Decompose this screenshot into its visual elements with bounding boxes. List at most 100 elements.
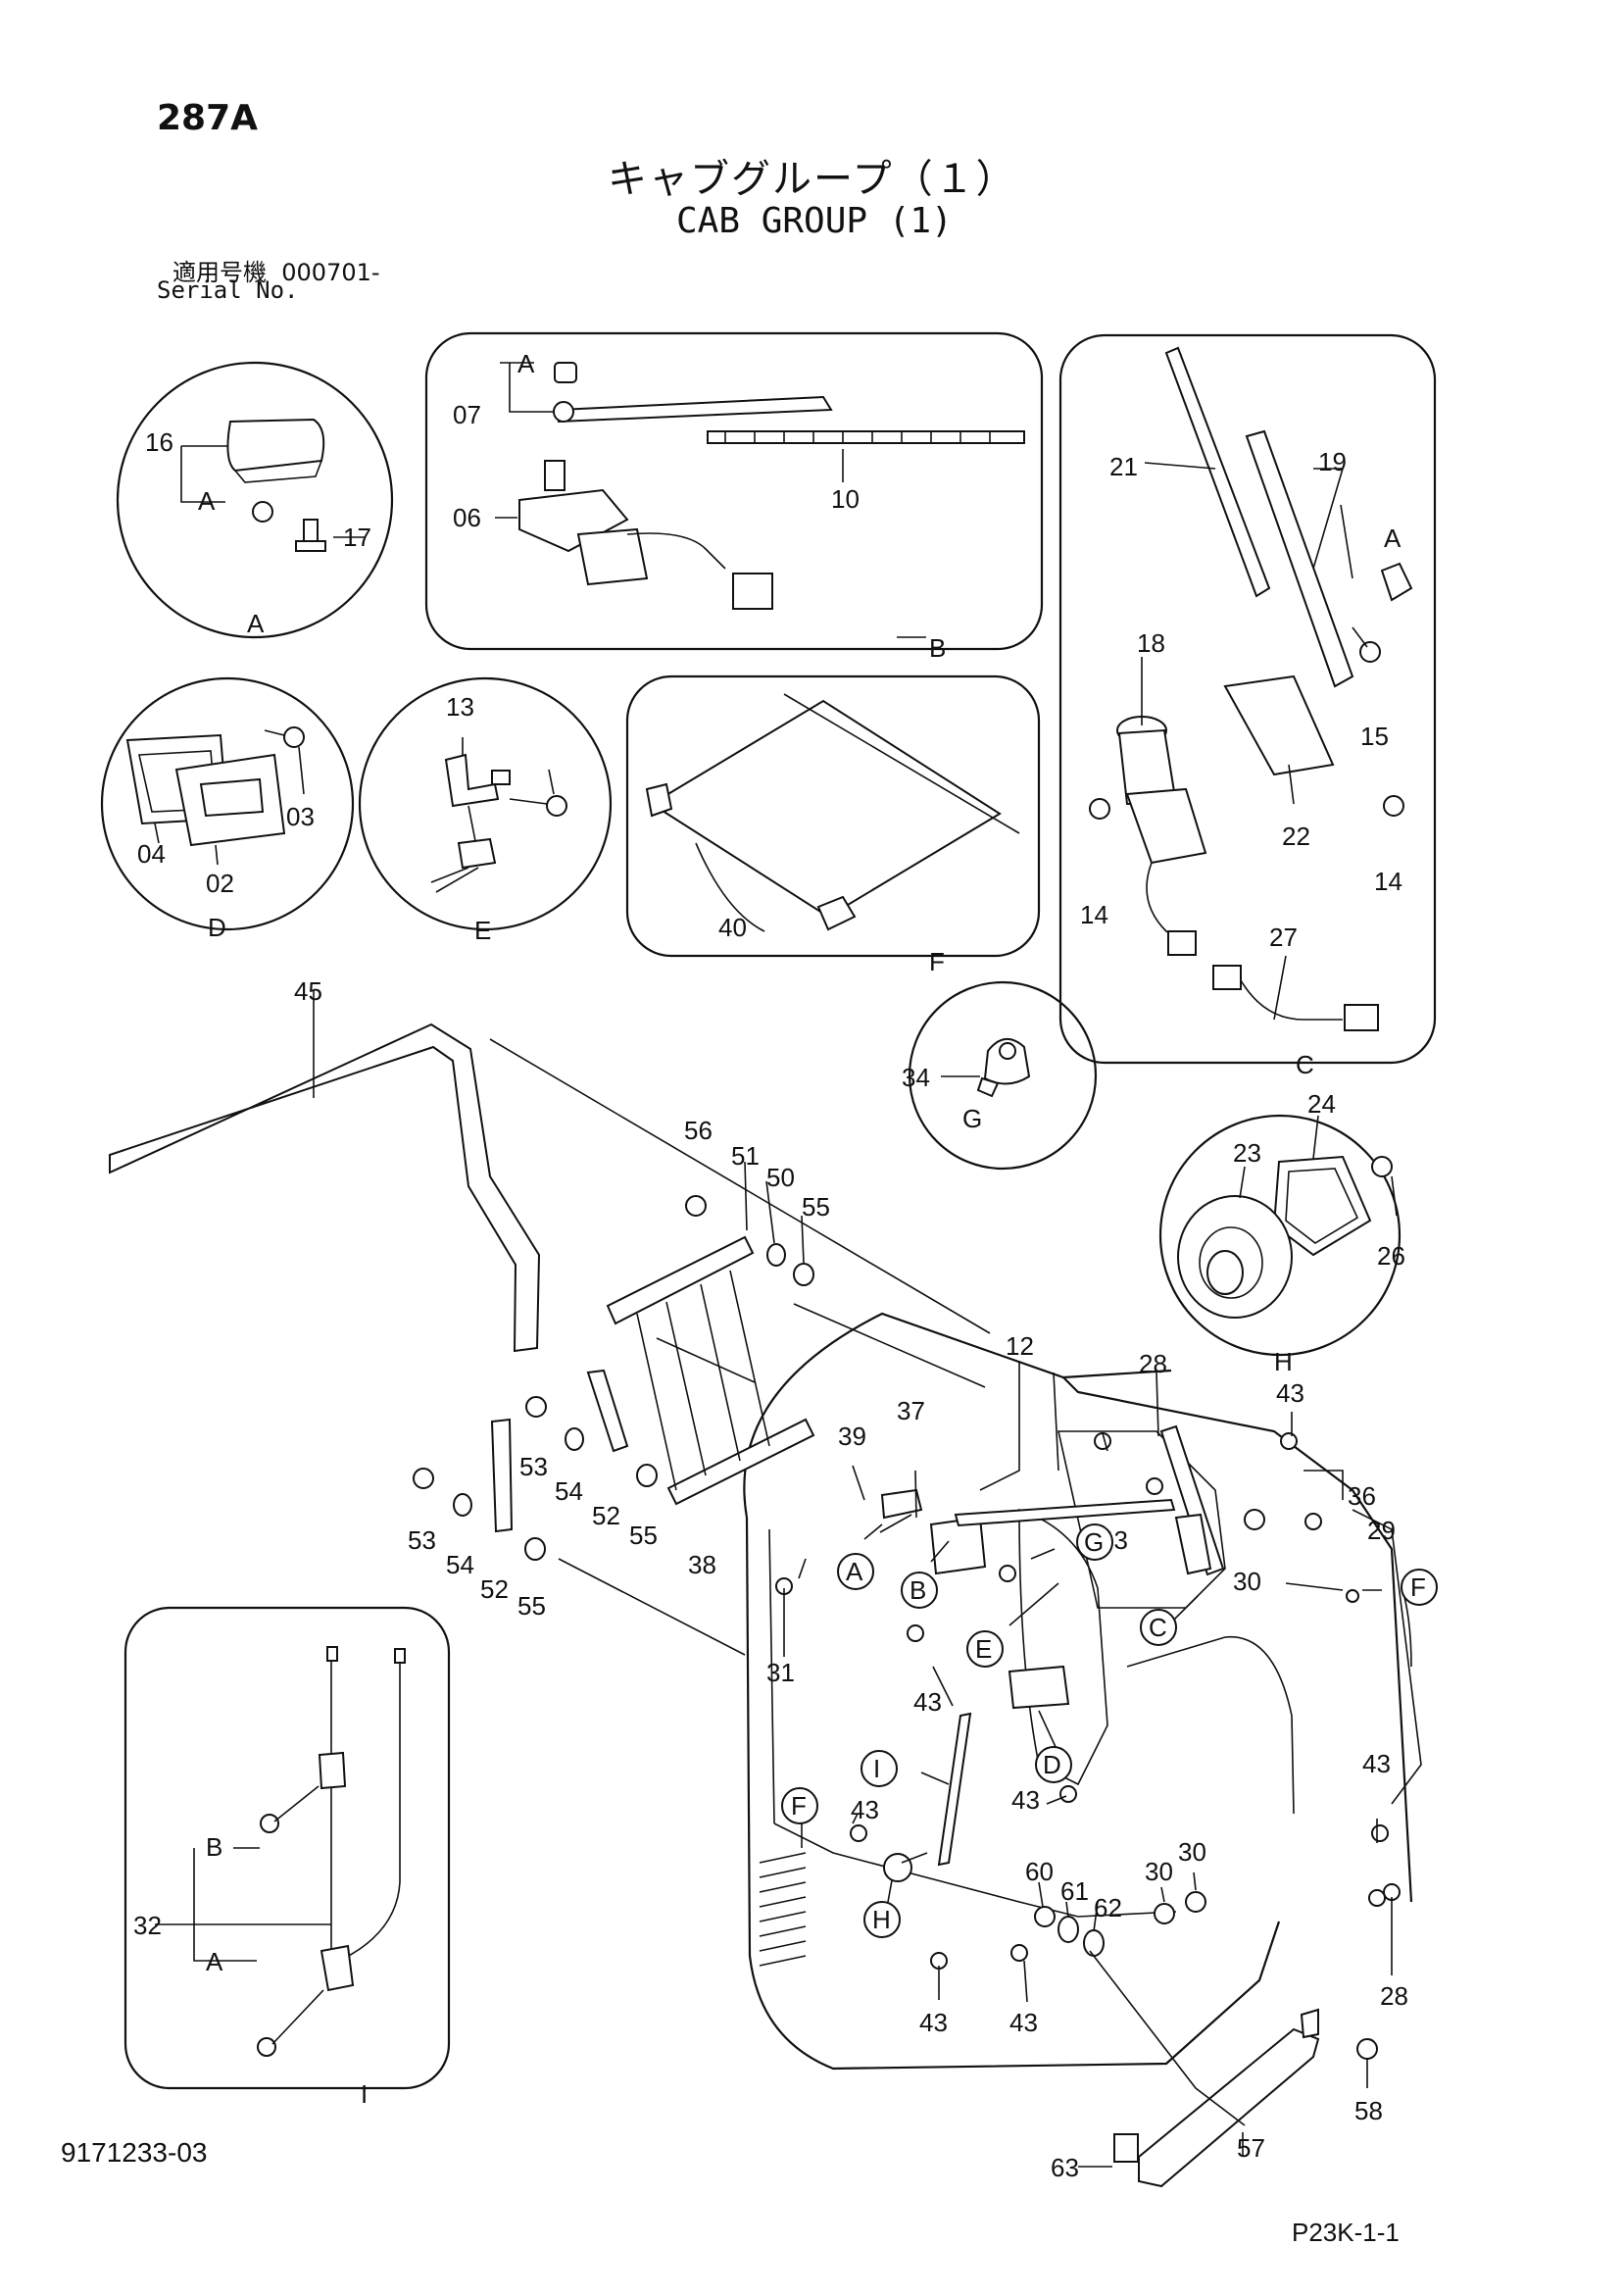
ref-bubble-i: I [873, 1754, 880, 1783]
detail-view-h: 24 23 26 H [1158, 1089, 1405, 1376]
callout-a: A [198, 486, 216, 516]
callout-a: A [517, 349, 535, 378]
callout-58: 58 [1354, 2096, 1383, 2125]
view-label-h: H [1274, 1347, 1293, 1376]
callout-28: 28 [1380, 1981, 1408, 2011]
callout-10: 10 [831, 484, 860, 514]
detail-view-d: 03 04 02 D [100, 676, 355, 942]
callout-30: 30 [1145, 1857, 1173, 1886]
callout-43: 43 [913, 1687, 942, 1717]
serial-value: 000701- [281, 259, 380, 286]
callout-55: 55 [517, 1591, 546, 1621]
view-label-f: E [474, 916, 491, 945]
callout-30: 30 [1178, 1837, 1206, 1867]
callout-04: 04 [137, 839, 166, 869]
callout-56: 56 [684, 1116, 713, 1145]
callout-43: 43 [1362, 1749, 1391, 1778]
callout-43: 43 [851, 1795, 879, 1824]
view-label-a: A [247, 609, 265, 638]
callout-43: 43 [919, 2008, 948, 2037]
callout-52: 52 [480, 1574, 509, 1604]
callout-28: 28 [1139, 1349, 1167, 1378]
callout-57: 57 [1237, 2133, 1265, 2163]
callout-50: 50 [766, 1163, 795, 1192]
callout-14-left: 14 [1080, 900, 1108, 929]
ref-bubble-a: A [846, 1557, 863, 1586]
callout-54: 54 [446, 1550, 474, 1579]
view-label-i: I [361, 2079, 368, 2109]
callout-23: 23 [1233, 1138, 1261, 1168]
view-label-e: F [929, 947, 945, 976]
callout-62: 62 [1094, 1893, 1122, 1922]
callout-03: 03 [286, 802, 315, 831]
page-title-japanese: キャブグループ（１） [608, 157, 1017, 202]
callout-22: 22 [1282, 822, 1310, 851]
callout-32: 32 [133, 1911, 162, 1940]
callout-55: 55 [629, 1521, 658, 1550]
ref-bubble-c: C [1149, 1613, 1167, 1642]
callout-07: 07 [453, 400, 481, 429]
callout-43: 43 [1276, 1378, 1304, 1408]
page-reference: P23K-1-1 [1292, 2218, 1400, 2247]
callout-53: 53 [408, 1525, 436, 1555]
ref-bubble-e: E [975, 1634, 992, 1664]
callout-17: 17 [343, 523, 371, 552]
page-title: CAB GROUP (1) [676, 201, 953, 241]
detail-view-e: 40 F [625, 674, 1041, 976]
callout-13: 40 [718, 913, 747, 942]
detail-view-i: B A 32 I [123, 1606, 451, 2109]
ref-bubble-d: D [1043, 1750, 1061, 1779]
callout-52: 52 [592, 1501, 620, 1530]
ref-bubble-f: F [791, 1791, 807, 1821]
callout-12: 12 [1006, 1331, 1034, 1361]
serial-label-japanese: 適用号機 000701- [172, 253, 380, 287]
callout-15: 15 [1360, 722, 1389, 751]
group-code: 287A [157, 98, 259, 138]
callout-31: 31 [766, 1658, 795, 1687]
callout-21: 21 [1109, 452, 1138, 481]
callout-40: 13 [446, 692, 474, 722]
ref-bubble-f: F [1410, 1572, 1426, 1602]
callout-60: 60 [1025, 1857, 1054, 1886]
detail-view-b: A 07 06 10 B [424, 331, 1044, 663]
callout-18: 18 [1137, 628, 1165, 658]
callout-51: 51 [731, 1141, 760, 1171]
callout-29: 29 [1367, 1516, 1396, 1545]
callout-36: 36 [1348, 1481, 1376, 1511]
callout-61: 61 [1060, 1876, 1089, 1906]
view-label-b: B [929, 633, 946, 663]
callout-19: 19 [1318, 447, 1347, 476]
callout-a: A [206, 1947, 223, 1976]
callout-34: 34 [902, 1063, 930, 1092]
main-assembly: 45 56 51 50 55 12 28 43 36 29 37 39 53 5… [109, 976, 1438, 2188]
detail-view-g: 34 G [902, 980, 1098, 1171]
callout-30: 30 [1233, 1567, 1261, 1596]
ref-bubble-b: B [910, 1575, 926, 1605]
ref-bubble-g: G [1084, 1527, 1104, 1557]
drawing-number: 9171233-03 [61, 2137, 208, 2168]
callout-37: 37 [897, 1396, 925, 1425]
serial-label: Serial No. [157, 276, 299, 304]
view-label-g: G [962, 1104, 982, 1133]
callout-24: 24 [1307, 1089, 1336, 1119]
detail-view-c: 21 19 A 18 15 22 14 14 27 C [1058, 333, 1437, 1079]
callout-b: B [206, 1832, 222, 1862]
callout-45: 45 [294, 976, 322, 1006]
callout-16: 16 [145, 427, 173, 457]
view-label-d: D [208, 913, 226, 942]
callout-55: 55 [802, 1192, 830, 1222]
callout-39: 39 [838, 1422, 866, 1451]
ref-bubble-h: H [872, 1905, 891, 1934]
serial-label-jp: 適用号機 [172, 259, 267, 286]
callout-26: 26 [1377, 1241, 1405, 1271]
callout-06: 06 [453, 503, 481, 532]
callout-53: 53 [519, 1452, 548, 1481]
callout-02: 02 [206, 869, 234, 898]
callout-63: 63 [1051, 2153, 1079, 2182]
view-label-c: C [1296, 1050, 1314, 1079]
callout-14-right: 14 [1374, 867, 1402, 896]
callout-a: A [1384, 524, 1402, 553]
callout-43: 43 [1009, 2008, 1038, 2037]
callout-43: 43 [1011, 1785, 1040, 1815]
